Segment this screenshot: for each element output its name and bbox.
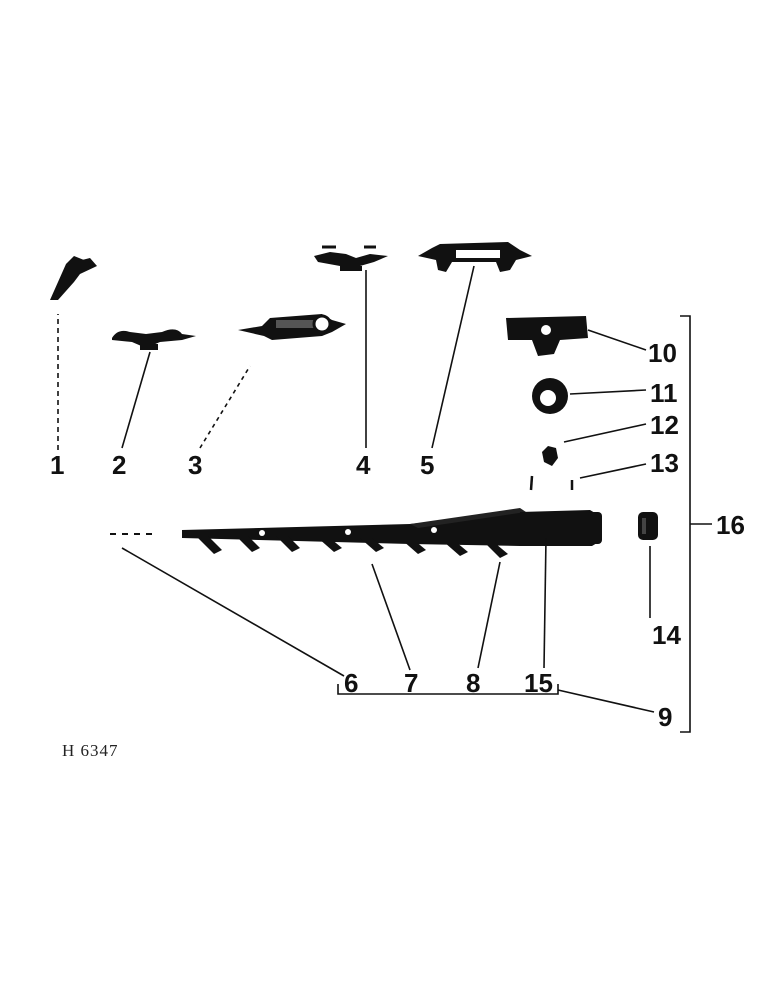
part-13-pin [529,475,574,491]
callout-5: 5 [420,450,434,480]
callout-6: 6 [344,668,358,698]
part-14-bushing [638,512,658,540]
callout-11: 11 [650,378,678,408]
callout-14: 14 [652,620,681,650]
knife-assembly [110,508,602,558]
part-2-clip [112,329,196,350]
part-10-block [506,316,588,356]
callout-1: 1 [50,450,64,480]
part-11-ring [532,378,568,414]
callout-10: 10 [648,338,677,368]
callout-8: 8 [466,668,480,698]
callout-3: 3 [188,450,202,480]
figure-code: H 6347 [62,741,119,760]
callout-13: 13 [650,448,679,478]
callout-12: 12 [650,410,679,440]
callout-2: 2 [112,450,126,480]
part-5-guard-plate [418,242,532,272]
callout-7: 7 [404,668,418,698]
leader-lines [57,265,712,733]
callout-16: 16 [716,510,745,540]
part-3-knife-head [238,314,346,340]
part-4-hold-down [314,245,388,271]
callout-15: 15 [524,668,553,698]
part-1-guard [50,256,97,300]
callout-9: 9 [658,702,672,732]
callout-4: 4 [356,450,371,480]
part-12-nut [542,446,558,466]
